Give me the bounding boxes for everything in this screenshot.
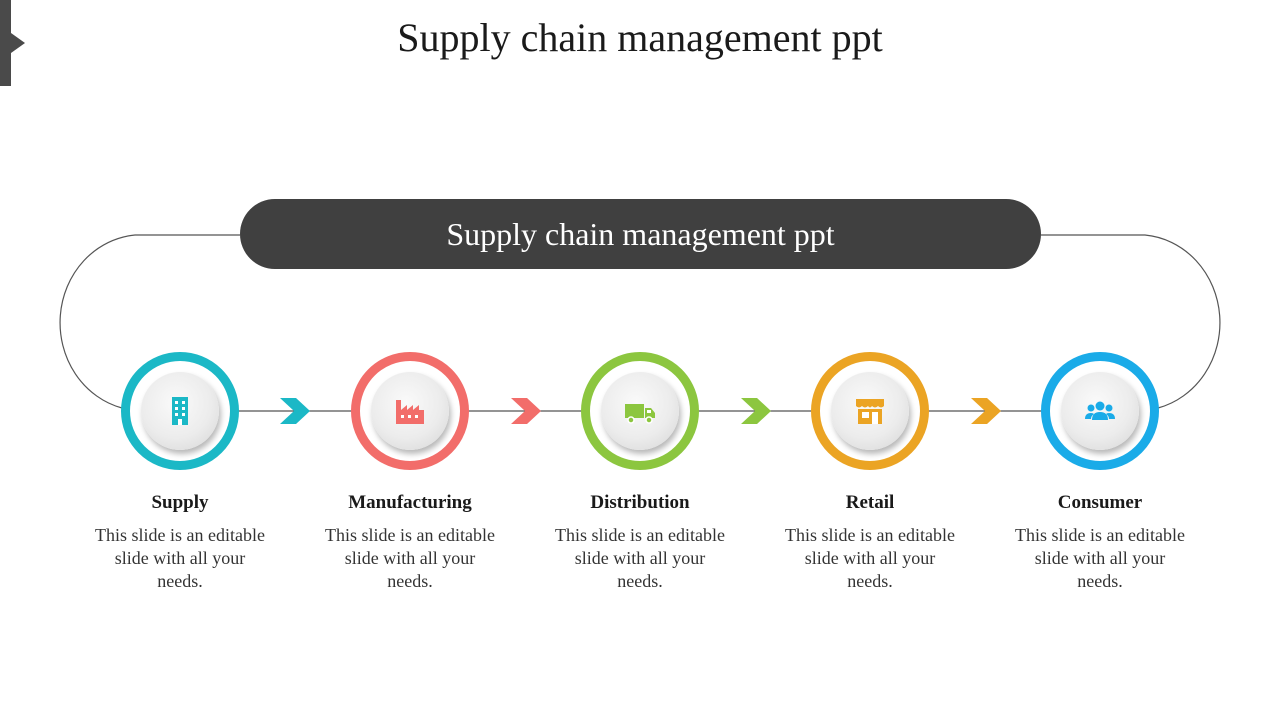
chevron-right-icon bbox=[971, 398, 1001, 424]
truck-icon bbox=[625, 404, 655, 424]
step-icon-holder bbox=[831, 372, 909, 450]
chevron-right-icon bbox=[511, 398, 541, 424]
chevron-right-icon bbox=[280, 398, 310, 424]
step-icon-holder bbox=[141, 372, 219, 450]
store-icon bbox=[856, 399, 884, 424]
step-ring bbox=[811, 352, 929, 470]
step-retail: Retail This slide is an editable slide w… bbox=[770, 352, 970, 593]
users-icon bbox=[1085, 401, 1115, 420]
step-description: This slide is an editable slide with all… bbox=[95, 525, 265, 591]
step-label: Distribution bbox=[590, 492, 690, 513]
building-icon bbox=[172, 397, 188, 425]
step-ring bbox=[121, 352, 239, 470]
step-ring bbox=[581, 352, 699, 470]
step-ring bbox=[1041, 352, 1159, 470]
step-description: This slide is an editable slide with all… bbox=[1015, 525, 1185, 591]
slide-title: Supply chain management ppt bbox=[397, 15, 883, 60]
corner-arrow-icon bbox=[11, 33, 25, 53]
chevron-right-icon bbox=[741, 398, 771, 424]
step-supply: Supply This slide is an editable slide w… bbox=[80, 352, 280, 593]
step-icon-holder bbox=[1061, 372, 1139, 450]
step-description: This slide is an editable slide with all… bbox=[325, 525, 495, 591]
step-description: This slide is an editable slide with all… bbox=[555, 525, 725, 591]
step-label: Manufacturing bbox=[348, 492, 472, 513]
step-label: Retail bbox=[845, 492, 895, 513]
step-label: Supply bbox=[151, 492, 209, 513]
step-consumer: Consumer This slide is an editable slide… bbox=[1000, 352, 1200, 593]
loop-path bbox=[59, 234, 240, 409]
step-icon-holder bbox=[371, 372, 449, 450]
corner-tab bbox=[0, 0, 11, 86]
factory-icon bbox=[396, 400, 424, 424]
loop-path-right bbox=[1041, 234, 1221, 409]
step-manufacturing: Manufacturing This slide is an editable … bbox=[310, 352, 510, 593]
step-distribution: Distribution This slide is an editable s… bbox=[540, 352, 740, 593]
step-label: Consumer bbox=[1057, 492, 1143, 513]
title-banner: Supply chain management ppt bbox=[240, 199, 1041, 269]
step-description: This slide is an editable slide with all… bbox=[785, 525, 955, 591]
step-icon-holder bbox=[601, 372, 679, 450]
step-ring bbox=[351, 352, 469, 470]
